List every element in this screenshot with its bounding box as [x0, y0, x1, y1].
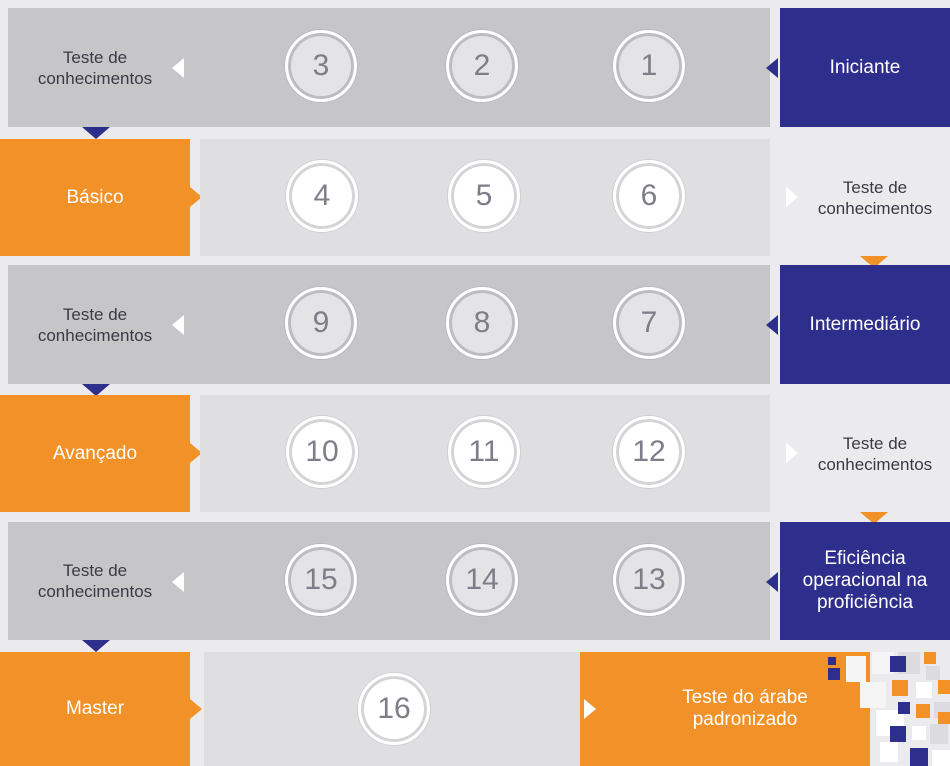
level-row-5: Teste de conhecimentos 15 14 13 Eficiênc… — [0, 522, 950, 640]
arrow-down-icon — [860, 512, 888, 524]
test-label-text: Teste de conhecimentos — [817, 177, 933, 218]
level-label: Avançado — [52, 442, 138, 464]
test-label-text: Teste de conhecimentos — [37, 304, 153, 345]
row-2-test-label: Teste de conhecimentos — [800, 139, 950, 256]
level-label: Básico — [66, 186, 124, 208]
level-row-6: Master 16 Teste do árabe padronizado — [0, 652, 950, 766]
lesson-circle-13[interactable]: 13 — [613, 544, 685, 616]
level-row-1: Teste de conhecimentos 3 2 1 Iniciante — [0, 8, 950, 127]
arrow-left-icon — [172, 315, 184, 335]
lesson-circle-8[interactable]: 8 — [446, 287, 518, 359]
arrow-left-icon — [172, 58, 184, 78]
arrow-right-icon — [190, 443, 202, 463]
test-label-text: Teste de conhecimentos — [817, 433, 933, 474]
arrow-left-icon — [766, 572, 778, 592]
arrow-down-icon — [82, 384, 110, 396]
level-label: Eficiência operacional na proficiência — [802, 548, 928, 613]
lesson-circle-3[interactable]: 3 — [285, 30, 357, 102]
arrow-left-icon — [172, 572, 184, 592]
test-label-text: Teste de conhecimentos — [37, 561, 153, 601]
level-box-teste-arabe[interactable]: Teste do árabe padronizado — [580, 652, 870, 766]
lesson-number: 16 — [377, 692, 411, 725]
lesson-circle-5[interactable]: 5 — [448, 160, 520, 232]
arrow-down-icon — [82, 640, 110, 652]
lesson-number: 6 — [640, 179, 658, 212]
row-4-test-label: Teste de conhecimentos — [800, 395, 950, 512]
arrow-right-icon — [584, 699, 596, 719]
lesson-circle-10[interactable]: 10 — [286, 416, 358, 488]
arrow-right-icon — [786, 187, 798, 207]
lesson-number: 4 — [313, 179, 331, 212]
level-label: Iniciante — [829, 56, 901, 78]
level-box-master[interactable]: Master — [0, 652, 190, 766]
pixel-pattern-decoration — [820, 652, 950, 766]
lesson-circle-9[interactable]: 9 — [285, 287, 357, 359]
lesson-circle-15[interactable]: 15 — [285, 544, 357, 616]
lesson-circle-1[interactable]: 1 — [613, 30, 685, 102]
lesson-number: 14 — [465, 563, 499, 596]
level-label: Master — [65, 698, 125, 719]
row-3-test-label: Teste de conhecimentos — [10, 265, 180, 384]
level-row-2: Básico 4 5 6 Teste de conhecimentos — [0, 139, 950, 256]
lesson-circle-4[interactable]: 4 — [286, 160, 358, 232]
lesson-number: 15 — [304, 563, 338, 596]
lesson-number: 12 — [632, 435, 666, 468]
level-box-eficiencia[interactable]: Eficiência operacional na proficiência — [780, 522, 950, 640]
lesson-number: 5 — [475, 179, 493, 212]
arrow-left-icon — [766, 58, 778, 78]
level-box-intermediario[interactable]: Intermediário — [780, 265, 950, 384]
arrow-down-icon — [82, 127, 110, 139]
arrow-right-icon — [190, 699, 202, 719]
level-box-basico[interactable]: Básico — [0, 139, 190, 256]
lesson-circle-16[interactable]: 16 — [358, 673, 430, 745]
arrow-right-icon — [786, 443, 798, 463]
lesson-number: 1 — [640, 49, 658, 82]
lesson-number: 10 — [305, 435, 339, 468]
lesson-circle-12[interactable]: 12 — [613, 416, 685, 488]
test-label-text: Teste de conhecimentos — [37, 47, 153, 88]
lesson-circle-7[interactable]: 7 — [613, 287, 685, 359]
lesson-number: 9 — [312, 306, 330, 339]
lesson-number: 3 — [312, 49, 330, 82]
row-5-test-label: Teste de conhecimentos — [10, 522, 180, 640]
lesson-circle-14[interactable]: 14 — [446, 544, 518, 616]
lesson-number: 2 — [473, 49, 491, 82]
level-box-iniciante[interactable]: Iniciante — [780, 8, 950, 127]
level-row-4: Avançado 10 11 12 Teste de conhecimentos — [0, 395, 950, 512]
lesson-number: 13 — [632, 563, 666, 596]
level-box-avancado[interactable]: Avançado — [0, 395, 190, 512]
arrow-left-icon — [766, 315, 778, 335]
row-1-test-label: Teste de conhecimentos — [10, 8, 180, 127]
lesson-number: 7 — [640, 306, 658, 339]
lesson-number: 11 — [468, 435, 500, 468]
lesson-circle-2[interactable]: 2 — [446, 30, 518, 102]
level-row-3: Teste de conhecimentos 9 8 7 Intermediár… — [0, 265, 950, 384]
level-label: Intermediário — [809, 313, 921, 335]
arrow-right-icon — [190, 187, 202, 207]
lesson-circle-6[interactable]: 6 — [613, 160, 685, 232]
level-label: Teste do árabe padronizado — [682, 687, 808, 730]
lesson-circle-11[interactable]: 11 — [448, 416, 520, 488]
lesson-number: 8 — [473, 306, 491, 339]
